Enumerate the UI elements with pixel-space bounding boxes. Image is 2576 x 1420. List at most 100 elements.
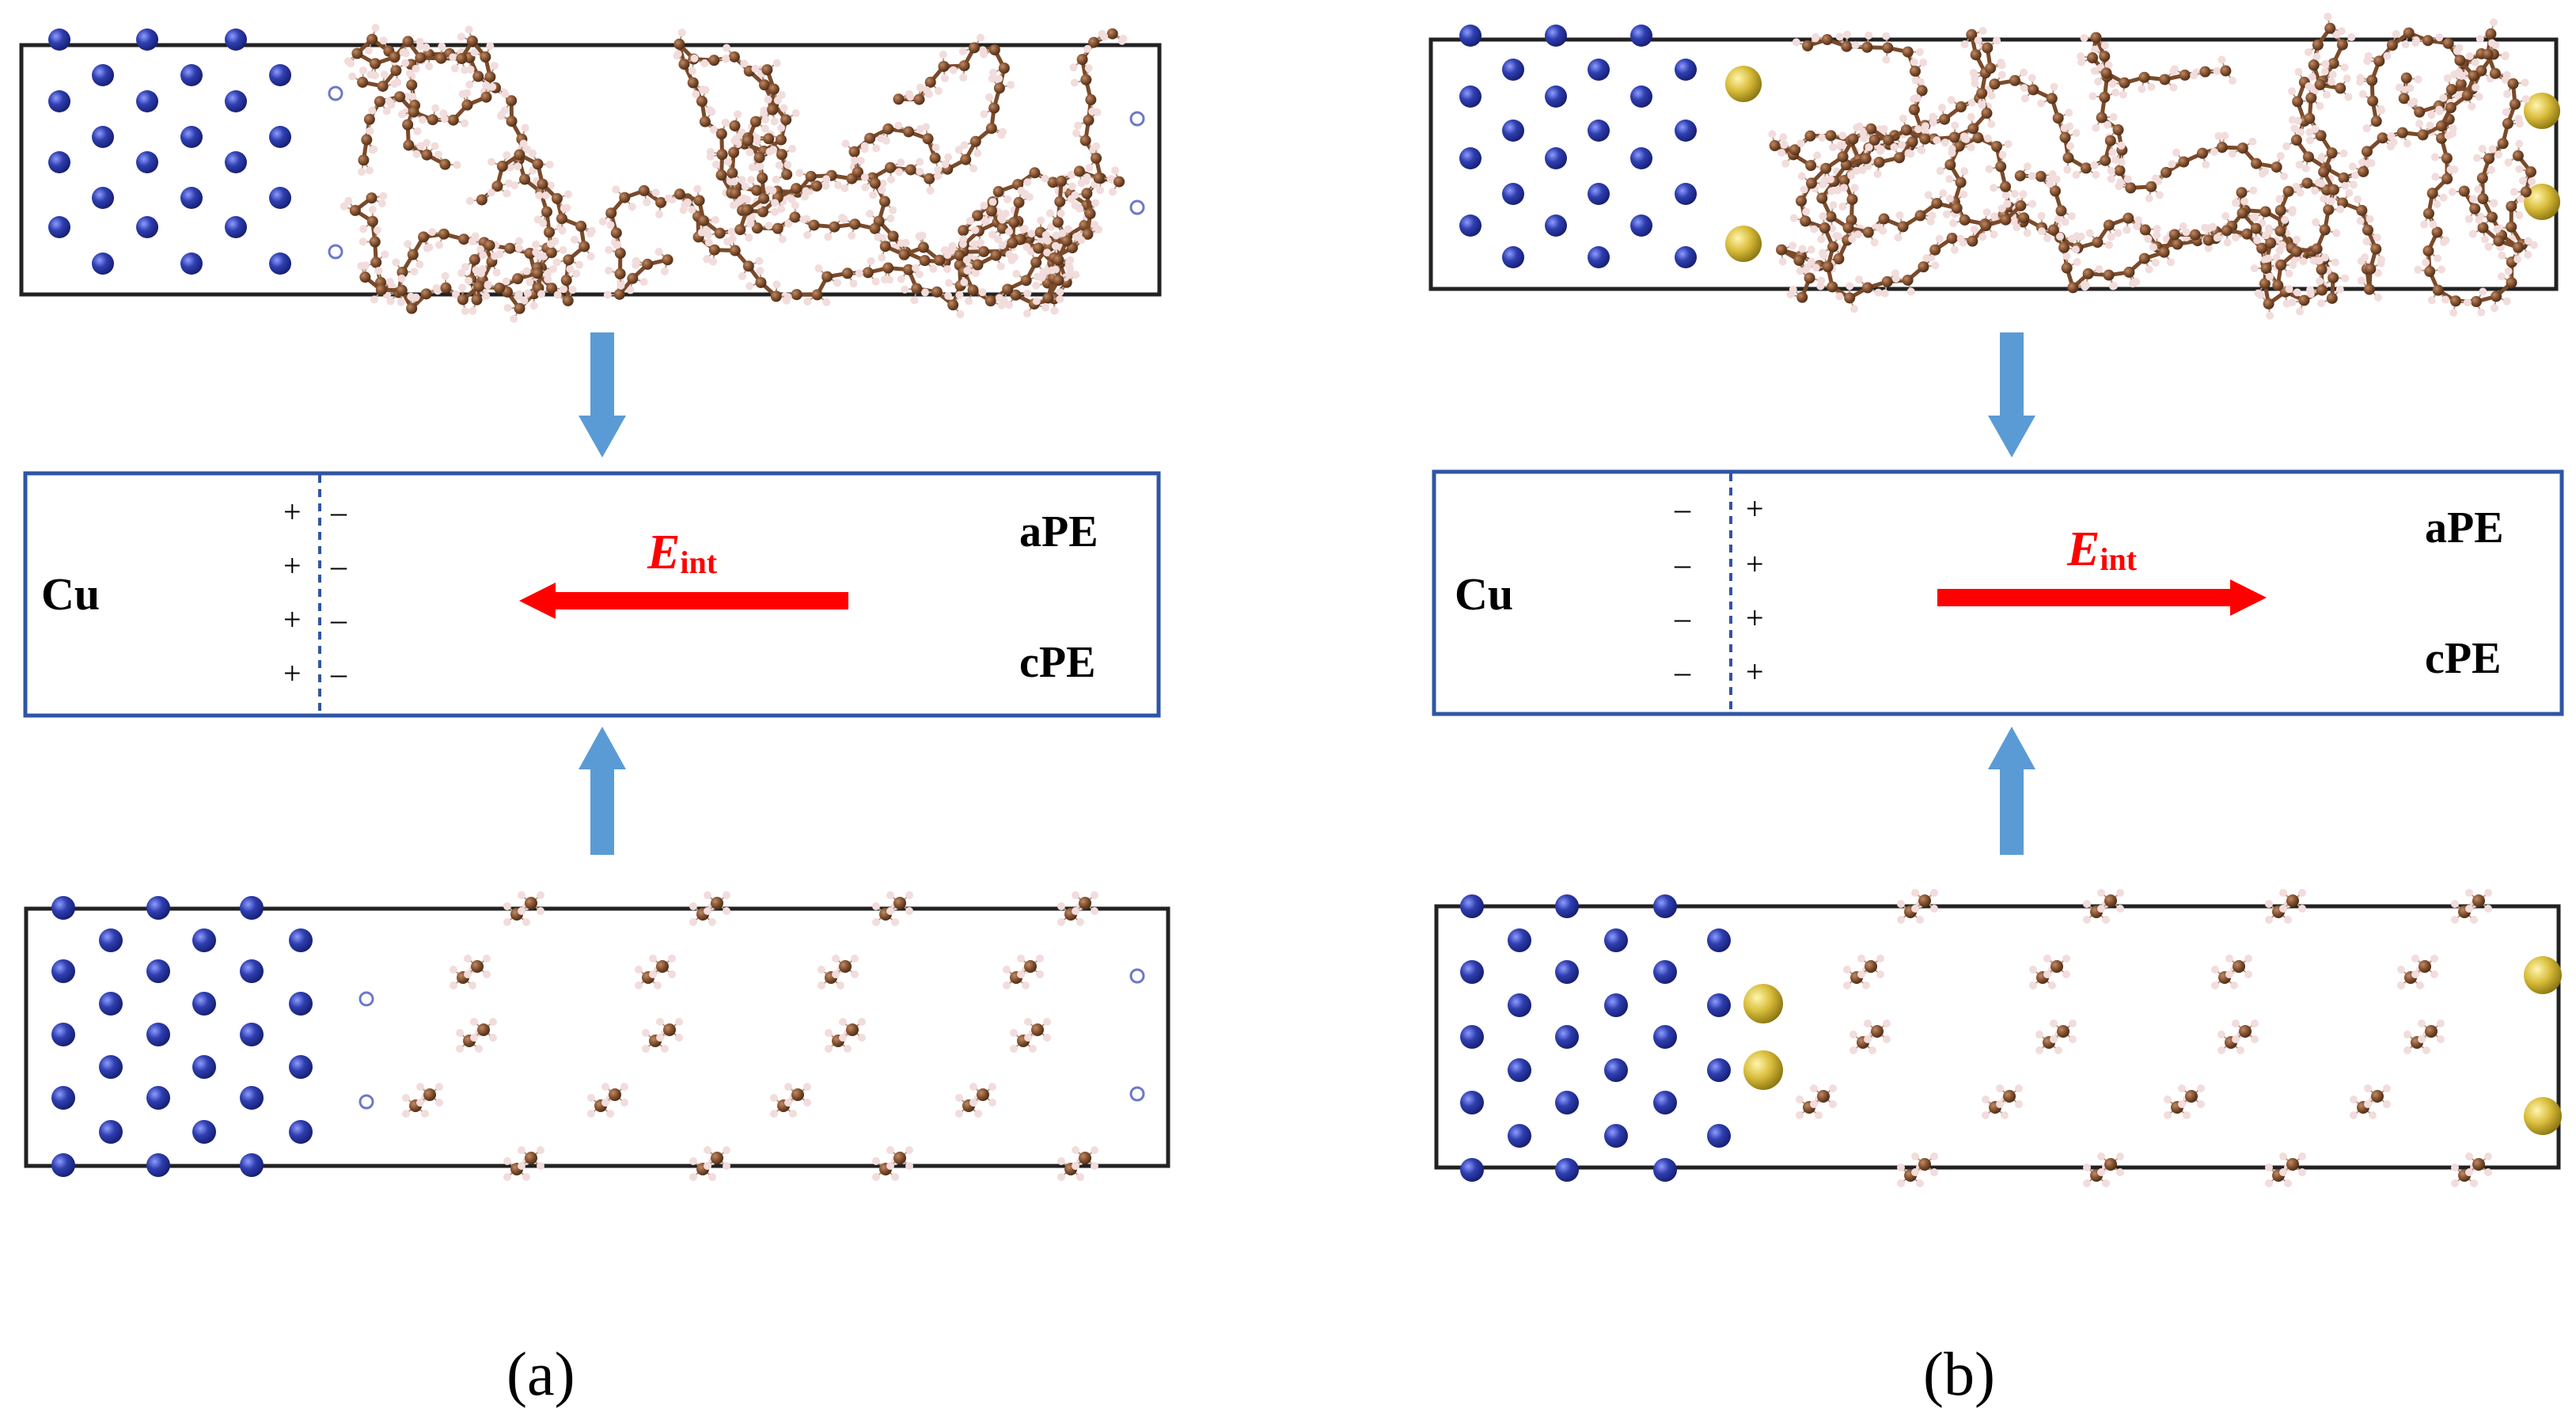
hydrogen-atom [1032,297,1041,306]
copper-atom [1502,183,1524,205]
carbon-atom [741,204,753,216]
hydrogen-atom [587,226,596,235]
copper-atom [1555,1158,1579,1182]
carbon-atom [2483,153,2495,165]
hydrogen-atom [771,199,780,207]
hydrogen-atom [2144,234,2153,243]
carbon-atom [829,221,840,233]
copper-atom [1460,960,1484,984]
hydrogen-atom [818,966,825,974]
hydrogen-atom [2490,199,2498,207]
copper-atom [48,151,70,173]
carbon-atom [1844,292,1856,304]
hydrogen-atom [704,891,711,899]
hydrogen-atom [2117,158,2126,166]
hydrogen-atom [2276,152,2285,161]
hydrogen-atom [2265,272,2274,281]
carbon-atom [763,133,775,145]
hydrogen-atom [849,279,858,288]
hydrogen-atom [2477,308,2486,317]
hydrogen-atom [1022,981,1030,989]
hydrogen-atom [2356,217,2365,226]
carbon-atom [2362,224,2374,236]
hydrogen-atom [693,184,702,193]
copper-atom [1630,147,1652,169]
hydrogen-atom [934,86,943,95]
hydrogen-atom [1827,187,1836,196]
carbon-atom [1053,275,1064,287]
carbon-atom [1976,87,1988,99]
hydrogen-atom [2353,195,2362,203]
carbon-atom [1002,283,1014,295]
hydrogen-atom [979,50,988,59]
hydrogen-atom [2265,1179,2273,1187]
hydrogen-atom [2083,1164,2091,1171]
hydrogen-atom [521,123,529,132]
hydrogen-atom [1960,190,1968,199]
hydrogen-atom [572,269,581,278]
hydrogen-atom [1043,1034,1051,1042]
hydrogen-atom [734,110,742,119]
hydrogen-atom [1930,1152,1938,1160]
hydrogen-atom [1067,170,1076,179]
hydrogen-atom [1091,199,1099,207]
hydrogen-atom [2062,955,2070,962]
carbon-atom [673,38,685,50]
hydrogen-atom [2111,88,2120,97]
hydrogen-atom [1898,141,1906,150]
carbon-atom [2425,1025,2438,1038]
hydrogen-atom [2320,195,2328,203]
hydrogen-atom [397,110,406,119]
hydrogen-atom [1911,1152,1919,1160]
hydrogen-atom [2050,1019,2058,1027]
panel-a: Cu aPE cPE + + + + – – – – Eint [19,24,1170,1408]
carbon-atom [2435,120,2447,132]
hydrogen-atom [1835,292,1844,301]
hydrogen-atom [1027,230,1036,238]
hydrogen-atom [839,1018,847,1026]
hydrogen-atom [2311,124,2320,133]
hydrogen-atom [2465,1168,2473,1176]
hydrogen-atom [2132,278,2141,287]
hydrogen-atom [1064,225,1072,234]
hydrogen-atom [1057,902,1065,910]
hydrogen-atom [504,179,513,188]
carbon-atom [969,42,981,54]
hydrogen-atom [956,310,965,319]
hydrogen-atom [2395,83,2403,92]
copper-atom [136,90,158,112]
carbon-atom [2361,146,2373,158]
carbon-atom [532,268,544,279]
carbon-atom [2259,278,2271,290]
hydrogen-atom [2211,981,2219,989]
hydrogen-atom [1947,96,1956,104]
carbon-atom [1982,42,1994,54]
hydrogen-atom [452,290,461,298]
hydrogen-atom [1883,1035,1891,1043]
hydrogen-atom [2484,1152,2492,1160]
carbon-atom [619,192,631,203]
hydrogen-atom [822,175,831,184]
carbon-atom [349,204,361,216]
hydrogen-atom [832,955,840,962]
hydrogen-atom [2437,1035,2445,1043]
field-label: Eint [2066,522,2138,577]
carbon-atom [1842,222,1854,234]
carbon-atom [1918,261,1929,273]
hydrogen-atom [683,198,692,207]
hydrogen-atom [2451,900,2459,908]
field-label: Eint [647,526,718,580]
copper-atom [1545,147,1567,169]
hydrogen-atom [1796,267,1804,275]
hydrogen-atom [1985,165,1994,173]
copper-atom [180,64,203,86]
hydrogen-atom [740,59,749,68]
carbon-atom [2062,152,2074,164]
hydrogen-atom [1857,970,1865,978]
copper-atom [1588,183,1610,205]
carbon-atom [2189,229,2201,241]
copper-atom [146,959,170,983]
hydrogen-atom [1983,134,1992,142]
carbon-atom [663,1023,676,1036]
hydrogen-atom [2240,197,2249,206]
